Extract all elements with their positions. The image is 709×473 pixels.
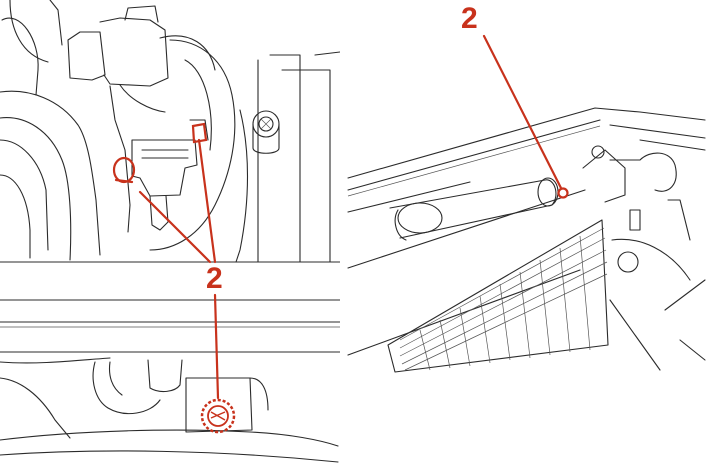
bolt-icon [252,110,280,154]
radiator-fins [399,227,608,371]
left-callout-leaders [112,122,220,400]
radiator-view [347,34,706,373]
left-illustration [0,0,340,463]
callout-number-right: 2 [461,2,478,35]
clip-icon [131,119,209,231]
lower-section [0,299,340,463]
upper-engine-bay [0,0,340,263]
fastener-icon [200,398,236,434]
callout-number-left: 2 [206,262,223,295]
